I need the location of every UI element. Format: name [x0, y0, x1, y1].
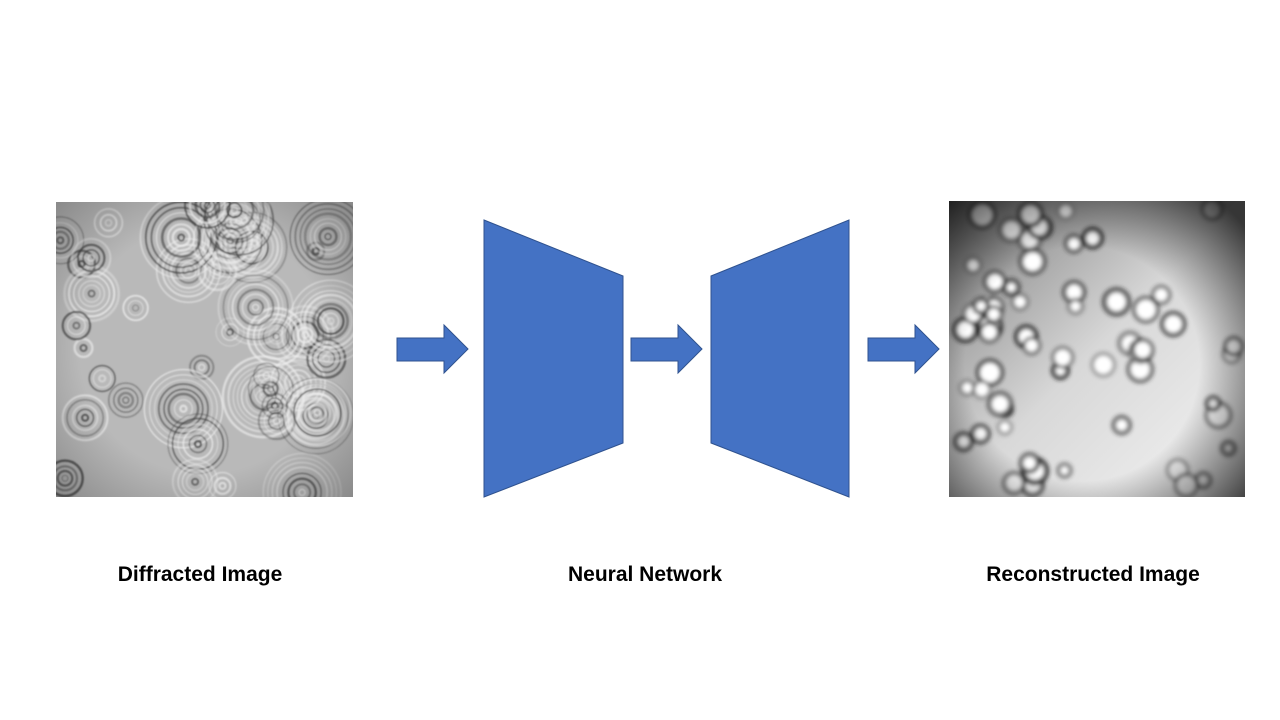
diffracted-image	[56, 202, 353, 497]
encoder-trapezoid	[483, 219, 624, 498]
reconstructed-image-label: Reconstructed Image	[986, 563, 1200, 586]
decoder-trapezoid	[710, 219, 850, 498]
diffracted-image-texture	[56, 202, 353, 497]
reconstructed-image	[949, 201, 1245, 497]
arrow-right-2	[630, 323, 703, 375]
arrow-right-3	[867, 323, 940, 375]
reconstructed-image-texture	[949, 201, 1245, 497]
neural-network-label: Neural Network	[567, 563, 723, 586]
diffracted-image-label: Diffracted Image	[117, 563, 283, 586]
arrow-right-1	[396, 323, 469, 375]
